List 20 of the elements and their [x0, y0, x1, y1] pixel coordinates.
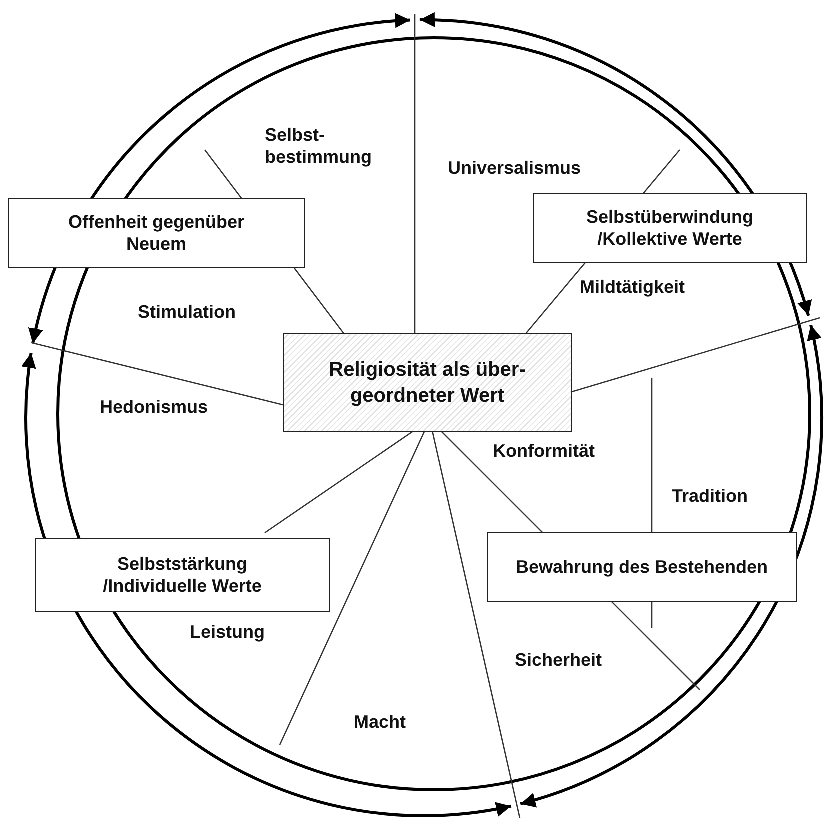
box-label: Offenheit gegenüber Neuem [67, 211, 246, 255]
value-label: Universalismus [448, 157, 582, 179]
value-label: Hedonismus [100, 396, 208, 418]
value-label: Macht [354, 711, 406, 733]
box-label: Religiosität als über- geordneter Wert [328, 358, 527, 408]
dimension-box [8, 198, 305, 268]
box-label: Bewahrung des Bestehenden [514, 556, 770, 578]
value-label: Selbst- bestimmung [265, 124, 372, 168]
value-label: Konformität [493, 440, 595, 462]
value-label: Tradition [672, 485, 748, 507]
value-label: Stimulation [138, 301, 236, 323]
box-label: Selbststärkung /Individuelle Werte [102, 553, 263, 597]
dimension-box [487, 532, 797, 602]
value-label: Sicherheit [515, 649, 602, 671]
value-label: Mildtätigkeit [580, 276, 686, 298]
dimension-box [35, 538, 330, 612]
value-label: Leistung [190, 621, 265, 643]
central-box [283, 333, 572, 432]
box-label: Selbstüberwindung /Kollektive Werte [585, 206, 754, 250]
dimension-box [533, 193, 807, 263]
